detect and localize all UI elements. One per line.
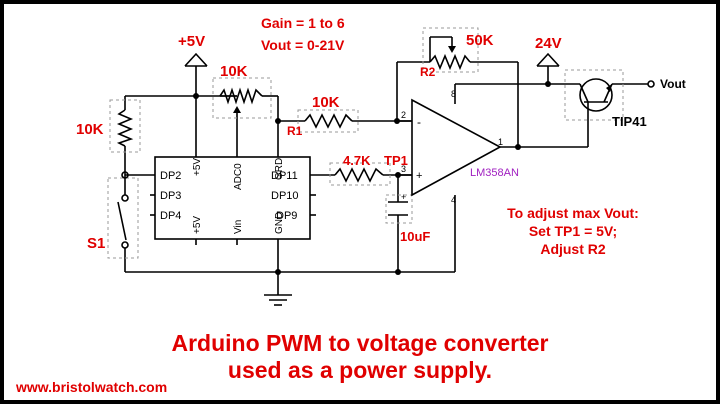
r1-label: R1 [287, 124, 303, 138]
opamp-pin4: 4 [451, 195, 456, 205]
v24-label: 24V [535, 35, 562, 52]
svg-text:+: + [401, 192, 406, 202]
arduino-pin-stubs [150, 194, 316, 245]
pin-grd: GRD [274, 158, 285, 180]
resistor-10k-left-label: 10K [76, 121, 104, 138]
opamp-pin1: 1 [498, 137, 503, 147]
s1-label: S1 [87, 235, 105, 252]
transistor-tip41 [579, 78, 655, 112]
pin-dp2: DP2 [160, 170, 181, 182]
opamp-pin2: 2 [401, 110, 406, 120]
caption-line1: Arduino PWM to voltage converter [172, 330, 549, 356]
vout-range-label: Vout = 0-21V [261, 37, 345, 53]
cap-10uf-label: 10uF [400, 229, 430, 244]
resistor-r1 [304, 113, 353, 129]
junction-dots [193, 81, 551, 275]
switch-s1 [117, 194, 129, 249]
opamp-pin3: 3 [401, 164, 406, 174]
pin-gnd: GND [274, 212, 285, 234]
pin-dp9: DP9 [276, 210, 297, 222]
plus5v-label: +5V [178, 33, 205, 50]
opamp-pin8: 8 [451, 89, 456, 99]
vout-terminal [647, 80, 655, 88]
pin-5v-bottom: +5V [192, 216, 203, 234]
resistor-4k7 [334, 167, 384, 183]
arduino-pin-labels: DP2 DP3 DP4 DP11 DP10 DP9 +5V ADC0 GRD +… [160, 158, 299, 234]
pot-10k-label: 10K [220, 63, 248, 80]
note-line1: To adjust max Vout: [507, 205, 639, 221]
pin-dp10: DP10 [271, 190, 299, 202]
tp1-label: TP1 [384, 153, 408, 168]
pin-dp4: DP4 [160, 210, 181, 222]
component-labels: Gain = 1 to 6 Vout = 0-21V +5V 10K 10K 1… [76, 15, 686, 252]
capacitor-10uf: + [388, 192, 408, 216]
opamp-part-label: LM358AN [470, 167, 519, 179]
r47k-label: 4.7K [343, 153, 371, 168]
caption-line2: used as a power supply. [228, 357, 492, 383]
power-symbol-5v [184, 52, 208, 67]
pin-vin: Vin [233, 220, 244, 234]
resistor-10k-left [116, 109, 134, 147]
pin-dp11: DP11 [271, 170, 298, 182]
tip41-label: TIP41 [612, 114, 647, 129]
opamp-plus: + [416, 170, 422, 182]
opamp-minus: - [417, 115, 421, 129]
note-line3: Adjust R2 [540, 241, 606, 257]
vout-label: Vout [660, 77, 686, 91]
pin-dp3: DP3 [160, 190, 181, 202]
pot-wiper-arrow [233, 106, 241, 113]
switch-terminal-top [121, 171, 129, 179]
power-symbol-24v [536, 52, 560, 67]
pin-adc0: ADC0 [233, 163, 244, 190]
r2-label: R2 [420, 65, 436, 79]
arduino-module [154, 156, 311, 240]
r2-wiper-arrow [448, 46, 456, 53]
gain-label: Gain = 1 to 6 [261, 15, 345, 31]
r1-value-label: 10K [312, 94, 340, 111]
resistor-10k-pot [219, 87, 263, 105]
adjustment-note: To adjust max Vout: Set TP1 = 5V; Adjust… [507, 205, 639, 257]
resistor-r2-50k [429, 53, 471, 71]
pin-5v-top: +5V [192, 158, 203, 176]
footer-url: www.bristolwatch.com [15, 379, 167, 395]
note-line2: Set TP1 = 5V; [529, 223, 617, 239]
r50k-label: 50K [466, 32, 494, 49]
ground-symbol [264, 294, 292, 306]
